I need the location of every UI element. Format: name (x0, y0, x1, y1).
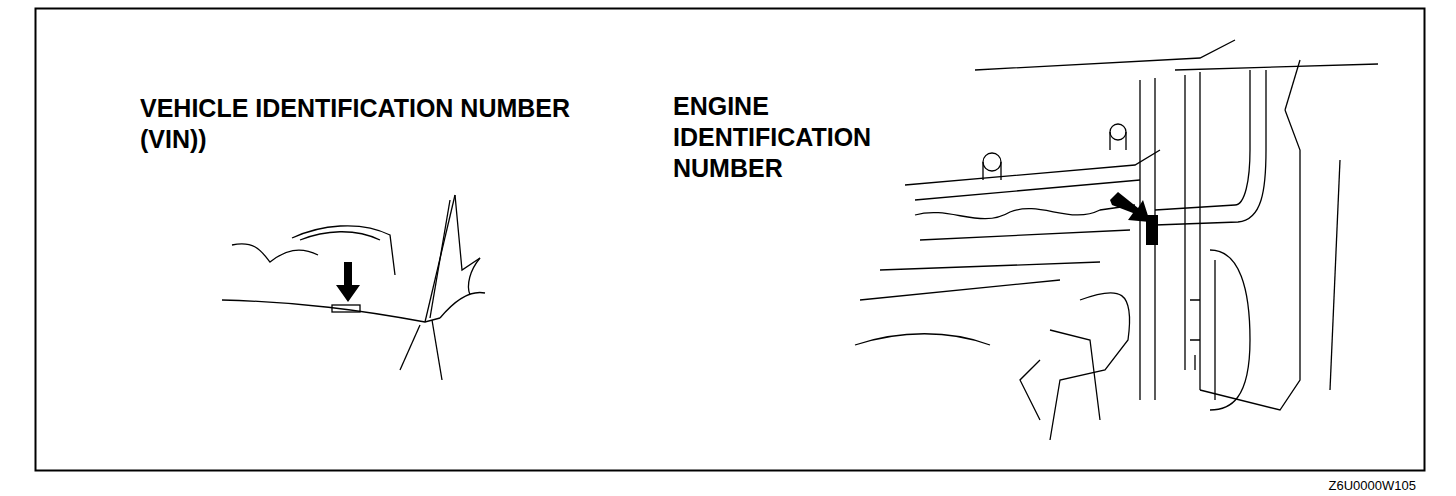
pointer-arrow (336, 262, 360, 302)
engine-sketch (855, 40, 1378, 440)
part-label: VEHICLE IDENTIFICATION NUMBER (VIN)) (140, 93, 580, 155)
part-label: ENGINE IDENTIFICATION NUMBER (673, 91, 935, 184)
pointer-arrow (1110, 192, 1150, 222)
figure-code: Z6U0000W105 (1329, 478, 1416, 493)
frame-border (36, 9, 1425, 471)
windshield-sketch (222, 195, 485, 380)
